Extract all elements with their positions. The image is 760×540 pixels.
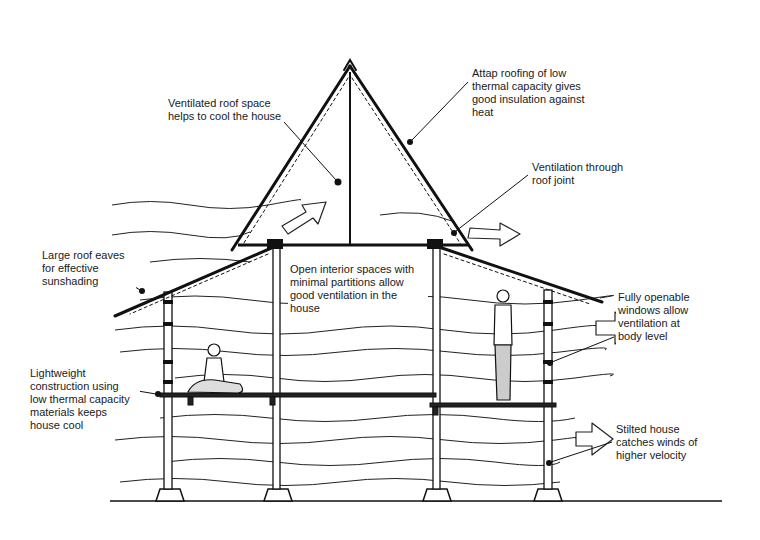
roof-frame	[349, 72, 351, 245]
ground	[534, 489, 562, 501]
ground	[110, 489, 722, 501]
attap-roof	[350, 66, 472, 250]
leader-dot	[546, 460, 552, 466]
leader-dot	[155, 391, 161, 397]
wind-arrow	[576, 423, 613, 455]
ground	[264, 489, 292, 501]
leader-dot	[139, 288, 145, 294]
floor	[430, 403, 556, 407]
leader-line	[456, 175, 528, 231]
floor	[188, 397, 193, 405]
leader-line	[552, 337, 614, 362]
post	[164, 292, 172, 489]
annotation-label: Fully openable windows allow ventilation…	[616, 290, 702, 344]
annotation-label: Ventilated roof space helps to cool the …	[166, 96, 284, 124]
floor	[160, 393, 436, 397]
leader-line	[551, 442, 612, 462]
leader-line	[284, 122, 336, 180]
floor	[270, 397, 275, 405]
wind-line	[120, 479, 560, 486]
annotation-label: Large roof eaves for effective sunshadin…	[40, 248, 136, 289]
wind-line	[112, 200, 301, 209]
leader-dot	[547, 360, 553, 366]
attap-roof	[344, 60, 356, 70]
leader-dot	[335, 179, 342, 186]
attap-roof	[115, 246, 276, 316]
post	[433, 244, 440, 489]
standing-person	[494, 290, 512, 400]
post	[273, 244, 280, 489]
standing-person	[497, 290, 509, 302]
window	[543, 300, 553, 304]
wind-line	[115, 325, 599, 334]
wind-arrow	[468, 223, 520, 246]
wind-line	[165, 459, 560, 466]
wind-line	[150, 259, 250, 263]
attap-roof	[232, 66, 350, 250]
leader-dot	[451, 230, 457, 236]
window	[163, 380, 173, 384]
floor	[433, 407, 438, 415]
post	[544, 290, 552, 489]
wind-line	[112, 232, 250, 238]
window	[163, 360, 173, 364]
ground	[156, 489, 184, 501]
standing-person	[495, 345, 511, 400]
leader-line	[116, 82, 614, 462]
wind-line	[160, 415, 575, 422]
annotation-label: Open interior spaces with minimal partit…	[288, 262, 428, 316]
attap-roof	[352, 78, 462, 246]
wind-arrow	[282, 202, 636, 455]
wind-line	[115, 436, 589, 444]
leader-dot	[139, 139, 553, 466]
leader-dot	[407, 139, 413, 145]
seated-person	[188, 380, 243, 393]
seated-person	[188, 344, 243, 393]
ground	[110, 500, 722, 502]
wind-arrow	[282, 202, 326, 234]
annotation-label: Attap roofing of low thermal capacity gi…	[470, 66, 598, 120]
window	[543, 322, 553, 326]
wind-line	[120, 348, 607, 356]
seated-person	[204, 358, 224, 382]
attap-roof	[436, 246, 602, 302]
attap-roof	[130, 254, 268, 314]
attap-roof	[115, 60, 602, 316]
ground	[423, 489, 451, 501]
leader-line	[412, 82, 468, 140]
standing-person	[494, 305, 512, 345]
attap-roof	[444, 254, 590, 304]
annotation-label: Stilted house catches winds of higher ve…	[614, 422, 706, 463]
wind-line	[112, 200, 614, 486]
window	[543, 380, 553, 384]
annotation-label: Lightweight construction using low therm…	[28, 366, 140, 433]
annotation-label: Ventilation through roof joint	[530, 160, 630, 188]
window	[163, 300, 173, 304]
seated-person	[208, 344, 220, 356]
wind-line	[380, 213, 455, 222]
window	[163, 322, 173, 326]
post	[164, 244, 552, 489]
